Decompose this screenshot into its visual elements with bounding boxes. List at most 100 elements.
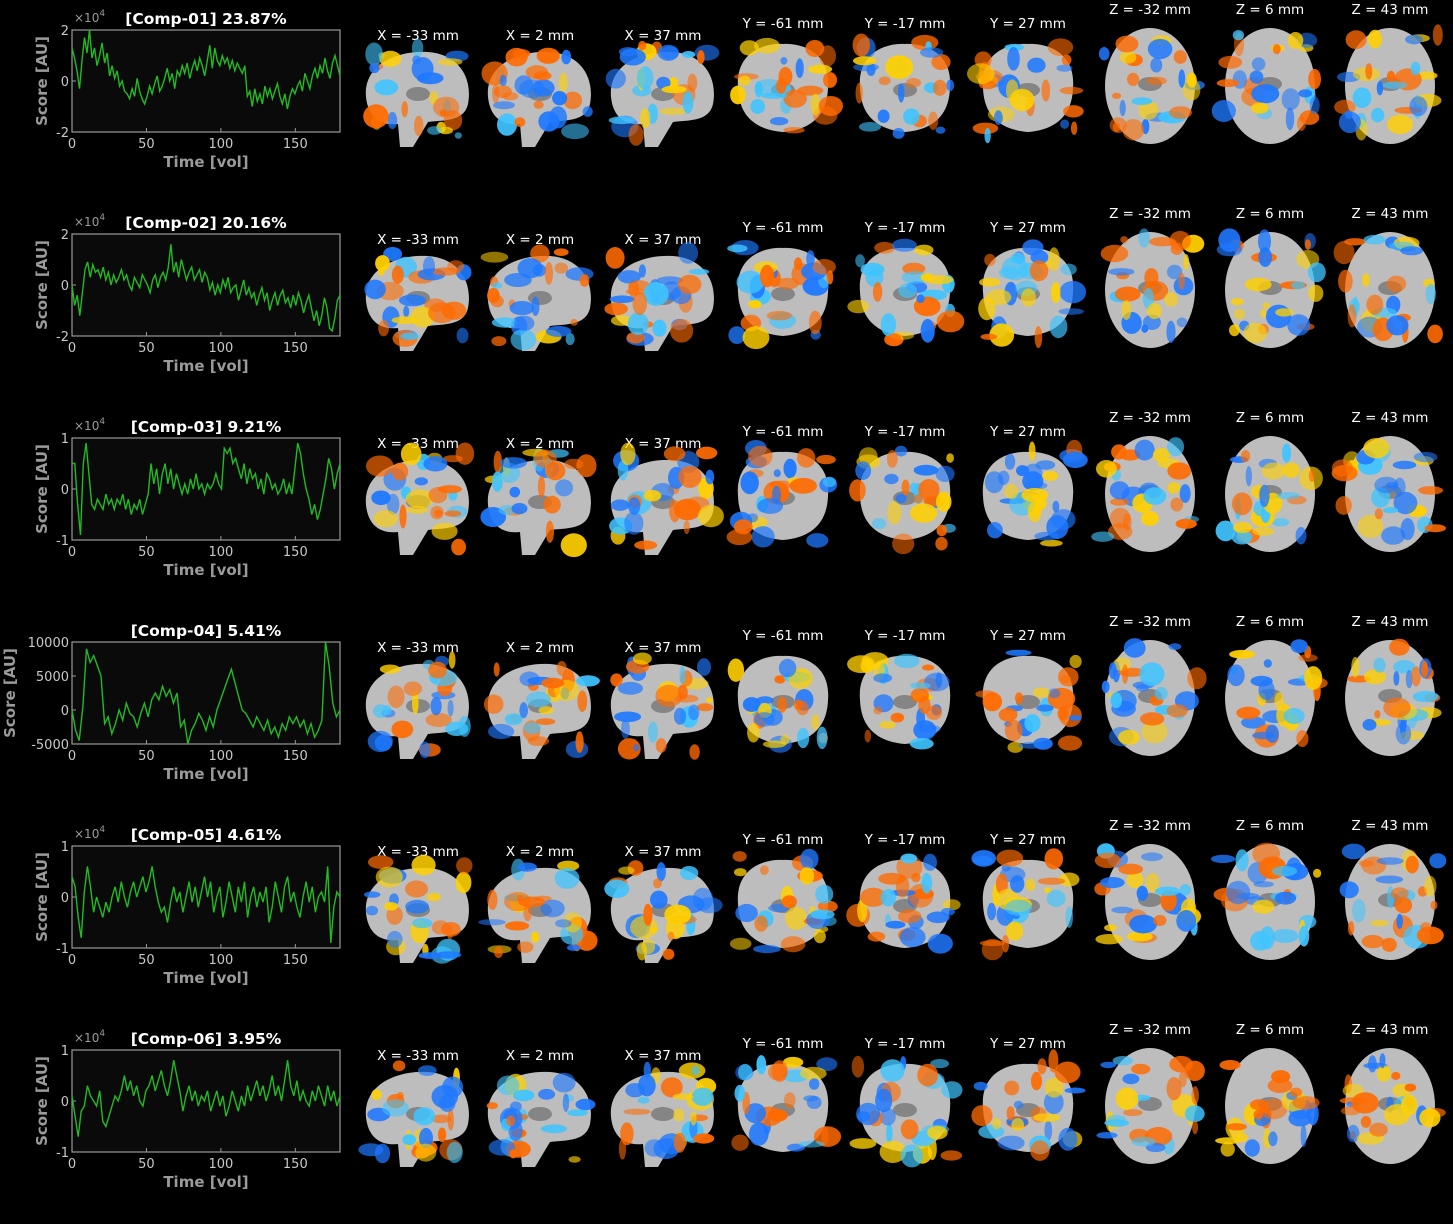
axis-multiplier-exponent: 4 [99,1029,105,1039]
activation-blob [1382,507,1399,514]
ventricle-shape [1016,287,1040,301]
activation-blob [560,687,570,700]
brain-slice-shape [1345,232,1435,348]
activation-blob [1178,69,1186,88]
activation-blob [910,688,929,703]
activation-blob [1024,714,1041,733]
activation-blob [625,288,650,295]
activation-blob [783,458,797,479]
ventricle-shape [1016,83,1040,97]
brain-slice-shape [365,459,469,555]
brain-slice-shape [737,247,829,336]
activation-blob [673,1108,685,1122]
activation-blob [506,1115,516,1127]
activation-blob [444,510,462,517]
activation-blob [926,911,950,924]
activation-blob [532,79,555,97]
activation-blob [402,1134,417,1146]
activation-blob [630,915,658,939]
activation-blob [1275,308,1294,317]
activation-blob [693,1133,715,1144]
activation-blob [884,473,899,485]
activation-blob [855,254,865,268]
activation-blob [1069,654,1082,669]
activation-blob [806,1095,822,1109]
activation-blob [1405,670,1413,689]
activation-blob [858,447,878,466]
activation-blob [786,1143,806,1152]
activation-blob [611,115,639,138]
activation-blob [1184,1060,1205,1081]
activation-blob [1307,677,1328,689]
activation-blob [1025,95,1035,117]
activation-blob [1129,1128,1150,1143]
activation-blob [735,1064,754,1081]
activation-blob [1109,727,1134,747]
activation-blob [1389,638,1410,656]
activation-blob [386,493,400,515]
activation-blob [430,697,442,716]
activation-blob [898,283,917,298]
activation-blob [437,1127,447,1143]
activation-blob [935,536,948,551]
activation-blob [1416,926,1444,945]
plot-area [71,1049,341,1153]
activation-blob [371,114,382,130]
brain-slice-view: X = -33 mm [358,1048,469,1167]
activation-blob [503,457,510,477]
slice-coordinate-label: Y = 27 mm [989,424,1066,440]
activation-blob [373,704,388,718]
activation-blob [522,448,549,457]
activation-blob [650,890,668,909]
activation-blob [685,496,710,512]
activation-blob [1108,523,1133,540]
activation-blob [921,872,933,894]
activation-blob [537,475,546,498]
activation-blob [1424,693,1441,703]
activation-blob [913,482,923,504]
activation-blob [856,454,881,470]
activation-blob [736,270,765,294]
activation-blob [1299,466,1323,491]
activation-blob [873,694,894,713]
activation-blob [894,653,920,669]
activation-blob [810,329,821,340]
activation-blob [1374,476,1399,494]
activation-blob [369,63,380,74]
activation-blob [1260,1108,1272,1129]
activation-blob [1006,1115,1029,1129]
slice-coordinate-label: X = 37 mm [625,844,702,860]
slice-coordinate-label: X = 2 mm [506,844,574,860]
activation-blob [422,943,429,957]
activation-blob [503,1109,518,1126]
activation-blob [429,669,458,687]
activation-blob [873,706,883,715]
activation-blob [913,888,934,900]
component-title: [Comp-03] 9.21% [131,418,282,436]
activation-blob [818,732,828,744]
x-tick-label: 150 [283,749,308,764]
brain-slice-shape [1345,640,1435,756]
brain-slice-shape [1105,436,1195,552]
activation-blob [781,895,797,909]
activation-blob [1296,323,1315,331]
activation-blob [800,1066,827,1081]
ventricle-shape [406,495,430,509]
activation-blob [1034,326,1043,349]
activation-blob [493,450,502,474]
activation-blob [643,903,653,926]
ventricle-shape [528,903,552,917]
brain-slice-view: Y = 27 mm [982,424,1088,547]
activation-blob [1236,528,1260,544]
activation-blob [903,108,920,125]
activation-blob [1040,539,1063,547]
activation-blob [1386,295,1401,314]
activation-blob [1304,666,1323,690]
slice-coordinate-label: Y = -17 mm [864,628,946,644]
activation-blob [768,904,790,913]
slice-coordinate-label: Y = -17 mm [864,424,946,440]
activation-blob [443,110,463,131]
activation-blob [802,276,829,296]
activation-blob [1346,1124,1360,1143]
activation-blob [1116,271,1130,280]
